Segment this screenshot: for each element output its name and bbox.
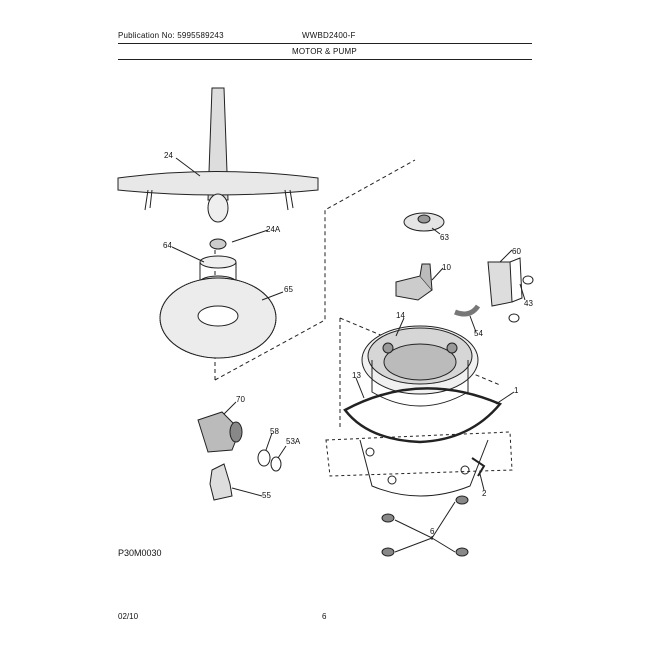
callout-43: 43 [524,299,533,308]
sump-base-part [325,431,513,497]
valve-part [487,257,534,323]
callout-64: 64 [163,241,172,250]
callout-24A: 24A [266,225,281,234]
footer-date: 02/10 [118,612,139,621]
callout-14: 14 [396,311,405,320]
callout-13: 13 [352,371,361,380]
header-rule-bottom [118,59,532,60]
spray-arm-part [117,87,319,223]
callout-6: 6 [430,527,435,536]
callout-24: 24 [164,151,173,160]
bearing-part [209,238,227,250]
fine-filter-part [159,277,277,359]
hose-part [454,304,481,317]
callout-2: 2 [482,489,487,498]
feet-part [381,495,469,557]
callout-70: 70 [236,395,245,404]
callout-54: 54 [474,329,483,338]
callout-1: 1 [514,386,519,395]
impeller-part [403,212,445,232]
footer-page-number: 6 [322,612,327,621]
gasket-part [343,387,503,444]
model-number: WWBD2400-F [302,31,356,40]
figure-code: P30M0030 [118,548,162,558]
callout-55: 55 [262,491,271,500]
bracket-part [209,463,233,501]
callout-65: 65 [284,285,293,294]
callout-60: 60 [512,247,521,256]
callout-53A: 53A [286,437,301,446]
motor-part [197,411,243,453]
o-ring-58-part [257,449,271,467]
section-title: MOTOR & PUMP [292,47,357,56]
o-ring-53a-part [270,456,282,472]
pump-housing-part [361,325,479,407]
publication-number: Publication No: 5995589243 [118,31,224,40]
callout-63: 63 [440,233,449,242]
diverter-part [395,275,433,301]
header-rule-top [118,43,532,44]
clip-part [471,457,486,477]
callout-10: 10 [442,263,451,272]
callout-58: 58 [270,427,279,436]
